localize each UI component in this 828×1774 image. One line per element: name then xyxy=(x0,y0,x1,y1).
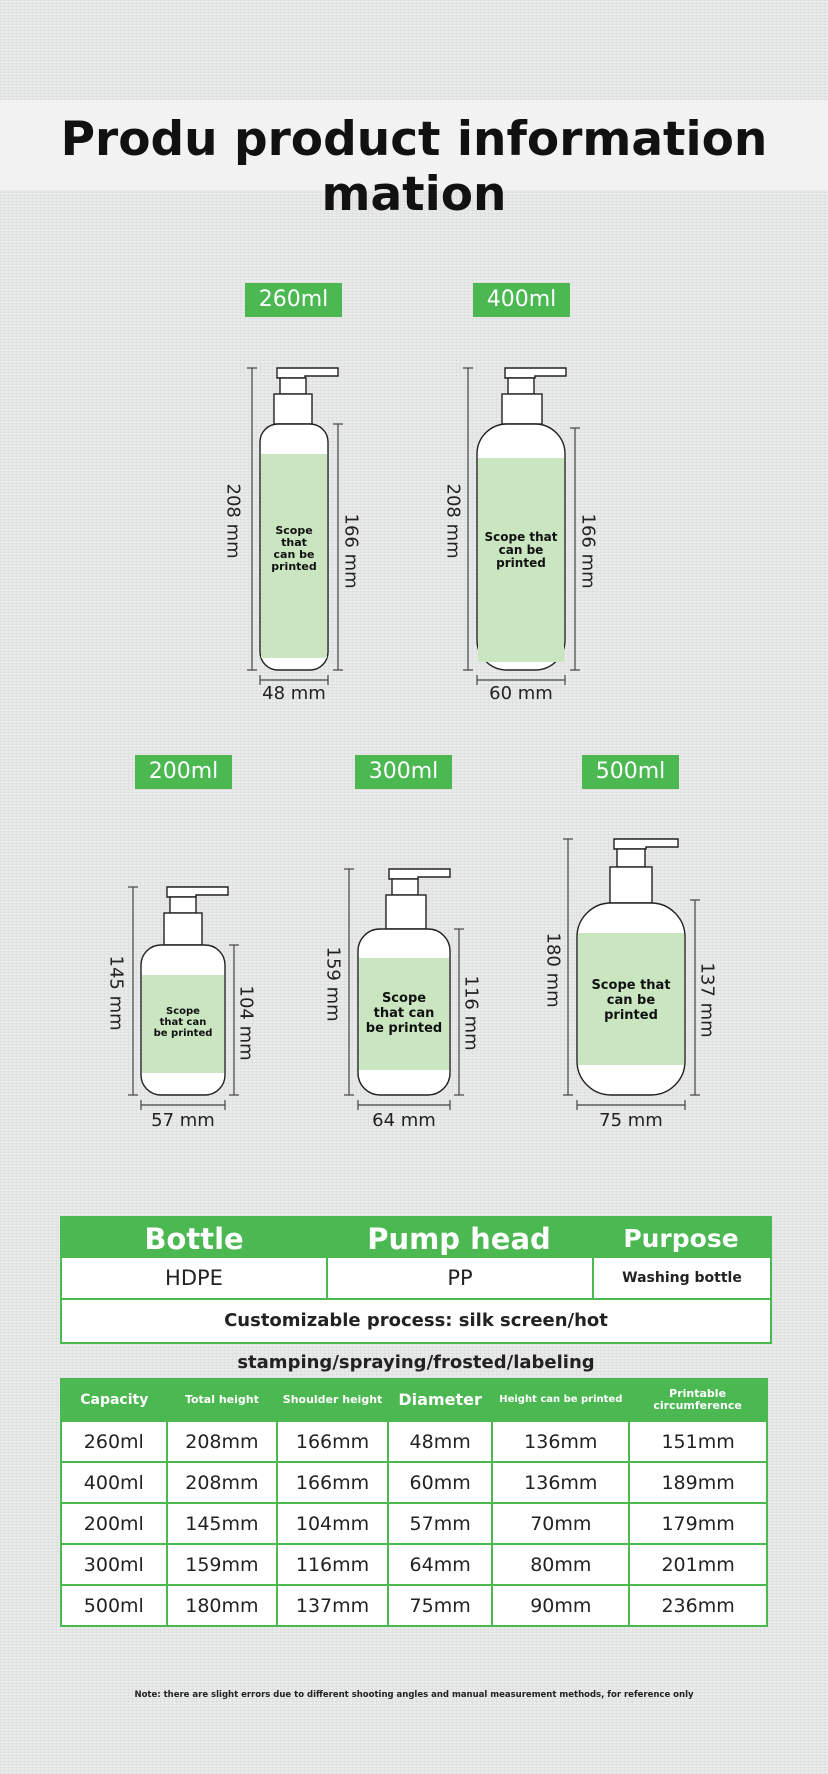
specs-table: Capacity Total height Shoulder height Di… xyxy=(60,1378,768,1627)
cell-capacity: 200ml xyxy=(60,1502,168,1545)
cell-capacity: 500ml xyxy=(60,1584,168,1627)
header-total-height: Total height xyxy=(166,1379,278,1421)
header-printable-height: Height can be printed xyxy=(492,1379,630,1421)
cell-printable-circumference: 201mm xyxy=(628,1543,768,1586)
diameter-400: 60 mm xyxy=(489,683,553,704)
cell-diameter: 57mm xyxy=(386,1502,494,1545)
total-height-400: 208 mm xyxy=(442,483,464,559)
page-title: Produ product information mation xyxy=(60,112,768,222)
cell-printable-height: 70mm xyxy=(491,1502,631,1545)
bottle-200 xyxy=(140,886,229,1096)
capacity-label-260: 260ml xyxy=(245,283,342,317)
cell-printable-height: 80mm xyxy=(491,1543,631,1586)
header-shoulder-height: Shoulder height xyxy=(277,1379,388,1421)
cell-total-height: 145mm xyxy=(165,1502,279,1545)
table-row: 200ml 145mm 104mm 57mm 70mm 179mm xyxy=(60,1502,768,1545)
header-printable-circumference: Printable circumference xyxy=(629,1379,767,1421)
shoulder-height-260: 166 mm xyxy=(340,513,362,589)
cell-diameter: 60mm xyxy=(386,1461,494,1504)
cell-capacity: 300ml xyxy=(60,1543,168,1586)
bottle-300 xyxy=(357,868,451,1096)
value-purpose: Washing bottle xyxy=(622,1270,742,1286)
diameter-260: 48 mm xyxy=(262,683,326,704)
header-purpose: Purpose xyxy=(623,1224,739,1253)
header-pump-head: Pump head xyxy=(367,1222,551,1256)
shoulder-height-200: 104 mm xyxy=(235,985,257,1061)
cell-printable-circumference: 151mm xyxy=(628,1420,768,1463)
total-height-260: 208 mm xyxy=(222,483,244,559)
shoulder-height-300: 116 mm xyxy=(460,975,482,1051)
table-row: 260ml 208mm 166mm 48mm 136mm 151mm xyxy=(60,1420,768,1463)
materials-values-row: HDPE PP Washing bottle xyxy=(62,1258,770,1300)
diameter-500: 75 mm xyxy=(599,1110,663,1131)
cell-total-height: 208mm xyxy=(165,1461,279,1504)
cell-total-height: 208mm xyxy=(165,1420,279,1463)
cell-printable-height: 136mm xyxy=(491,1461,631,1504)
materials-header: Bottle Pump head Purpose xyxy=(62,1218,770,1258)
bottle-diagrams xyxy=(128,367,700,1110)
header-diameter: Diameter xyxy=(387,1379,493,1421)
specs-header-row: Capacity Total height Shoulder height Di… xyxy=(61,1379,767,1421)
total-height-300: 159 mm xyxy=(322,946,344,1022)
cell-total-height: 180mm xyxy=(165,1584,279,1627)
diameter-300: 64 mm xyxy=(372,1110,436,1131)
total-height-500: 180 mm xyxy=(542,932,564,1008)
cell-printable-height: 136mm xyxy=(491,1420,631,1463)
cell-capacity: 260ml xyxy=(60,1420,168,1463)
diameter-200: 57 mm xyxy=(151,1110,215,1131)
cell-capacity: 400ml xyxy=(60,1461,168,1504)
cell-shoulder-height: 116mm xyxy=(276,1543,389,1586)
bottle-400 xyxy=(476,367,567,671)
cell-diameter: 75mm xyxy=(386,1584,494,1627)
materials-table: Bottle Pump head Purpose HDPE PP Washing… xyxy=(60,1216,772,1373)
cell-shoulder-height: 104mm xyxy=(276,1502,389,1545)
table-row: 500ml 180mm 137mm 75mm 90mm 236mm xyxy=(60,1584,768,1627)
header-capacity: Capacity xyxy=(61,1379,167,1421)
capacity-label-300: 300ml xyxy=(355,755,452,789)
customizable-process: Customizable process: silk screen/hot st… xyxy=(224,1310,608,1373)
shoulder-height-500: 137 mm xyxy=(696,962,718,1038)
cell-shoulder-height: 166mm xyxy=(276,1461,389,1504)
bottle-500 xyxy=(576,838,686,1096)
cell-printable-circumference: 189mm xyxy=(628,1461,768,1504)
capacity-label-400: 400ml xyxy=(473,283,570,317)
capacity-label-500: 500ml xyxy=(582,755,679,789)
shoulder-height-400: 166 mm xyxy=(577,513,599,589)
cell-diameter: 64mm xyxy=(386,1543,494,1586)
cell-shoulder-height: 137mm xyxy=(276,1584,389,1627)
cell-printable-circumference: 179mm xyxy=(628,1502,768,1545)
header-bottle: Bottle xyxy=(144,1222,244,1256)
title-band xyxy=(0,100,828,190)
cell-printable-height: 90mm xyxy=(491,1584,631,1627)
total-height-200: 145 mm xyxy=(105,955,127,1031)
cell-total-height: 159mm xyxy=(165,1543,279,1586)
capacity-label-200: 200ml xyxy=(135,755,232,789)
table-row: 400ml 208mm 166mm 60mm 136mm 189mm xyxy=(60,1461,768,1504)
value-bottle: HDPE xyxy=(62,1258,328,1298)
footnote: Note: there are slight errors due to dif… xyxy=(134,1690,694,1700)
bottle-260 xyxy=(259,367,339,671)
value-pump-head: PP xyxy=(328,1258,594,1298)
cell-diameter: 48mm xyxy=(386,1420,494,1463)
table-row: 300ml 159mm 116mm 64mm 80mm 201mm xyxy=(60,1543,768,1586)
cell-shoulder-height: 166mm xyxy=(276,1420,389,1463)
cell-printable-circumference: 236mm xyxy=(628,1584,768,1627)
